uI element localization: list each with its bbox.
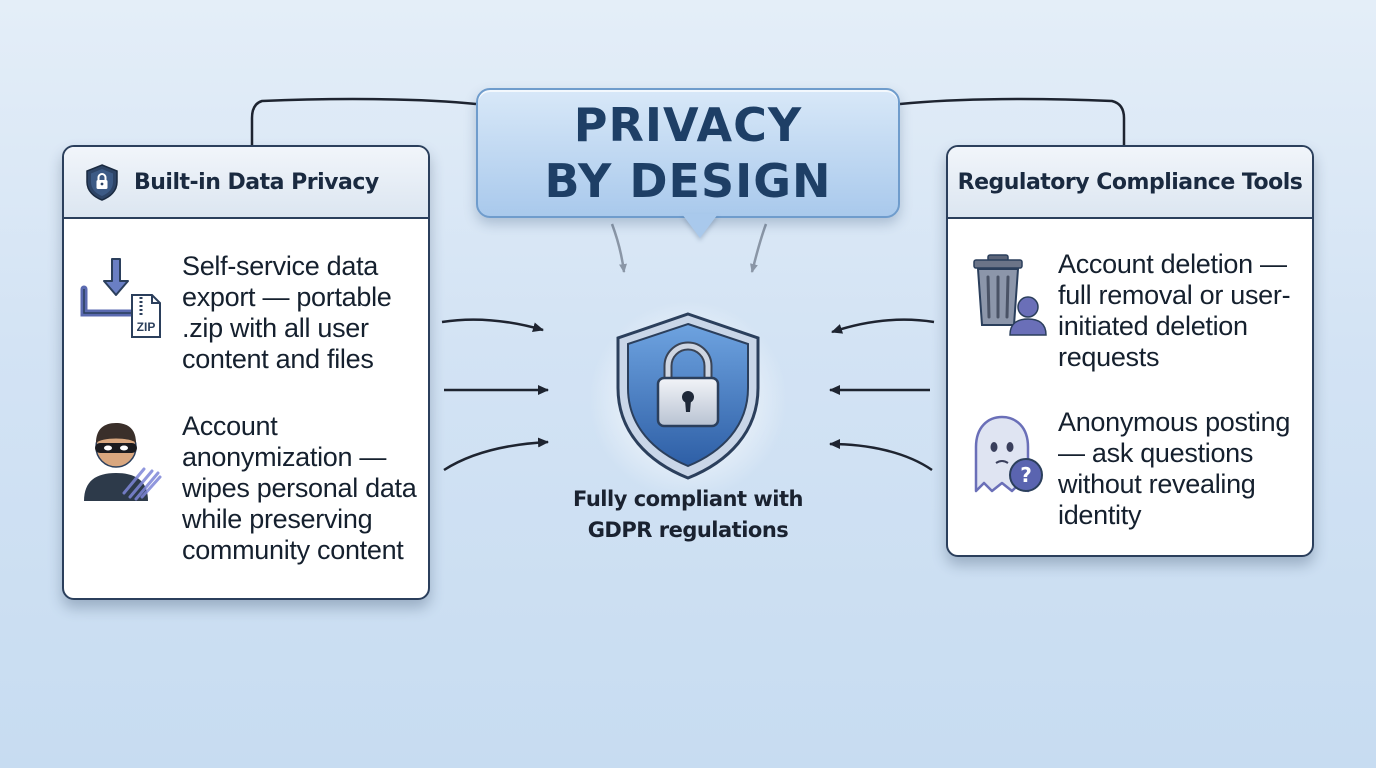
svg-text:?: ?: [1020, 463, 1032, 487]
feature-text: Account anonymization — wipes personal d…: [182, 411, 417, 565]
feature-account-anonymization: Account anonymization — wipes personal d…: [78, 411, 422, 566]
feature-account-deletion: Account deletion — full removal or user-…: [966, 249, 1298, 373]
feature-anonymous-posting: ? Anonymous posting — ask questions with…: [966, 407, 1298, 531]
zip-label: ZIP: [137, 320, 156, 334]
feature-text: Account deletion — full removal or user-…: [1058, 249, 1291, 372]
shield-lock-icon: [86, 164, 118, 201]
card-header: Regulatory Compliance Tools: [948, 147, 1312, 219]
arrow-left-1: [441, 318, 544, 333]
feature-text: Self-service data export — portable .zip…: [182, 251, 392, 374]
shield-lock-icon: [616, 312, 760, 480]
title-callout: PRIVACY BY DESIGN: [476, 88, 900, 218]
connector-title-left: [250, 97, 477, 146]
title-line-1: PRIVACY: [573, 98, 803, 152]
built-in-data-privacy-card: Built-in Data Privacy ZIP Self-service d…: [62, 145, 430, 600]
connector-title-right: [899, 97, 1126, 146]
arrow-left-3: [443, 437, 549, 472]
feature-text: Anonymous posting — ask questions withou…: [1058, 407, 1291, 530]
card-header: Built-in Data Privacy: [64, 147, 428, 219]
title-line-2: BY DESIGN: [544, 154, 832, 208]
regulatory-compliance-tools-card: Regulatory Compliance Tools Account dele…: [946, 145, 1314, 557]
ghost-question-icon: ?: [974, 415, 1043, 493]
arrow-right-3: [829, 439, 933, 472]
masked-user-icon: [84, 423, 162, 501]
title-callout-pointer: [682, 214, 718, 238]
card-title: Regulatory Compliance Tools: [957, 169, 1303, 195]
arrow-right-1: [831, 318, 935, 334]
download-zip-icon: ZIP: [80, 258, 161, 338]
arrow-title-to-shield-left: [610, 223, 627, 273]
feature-data-export: ZIP Self-service data export — portable …: [78, 251, 402, 375]
center-caption: Fully compliant with GDPR regulations: [573, 487, 803, 542]
trash-user-icon: [973, 254, 1047, 336]
arrow-title-to-shield-right: [750, 223, 768, 273]
card-title: Built-in Data Privacy: [134, 169, 379, 195]
